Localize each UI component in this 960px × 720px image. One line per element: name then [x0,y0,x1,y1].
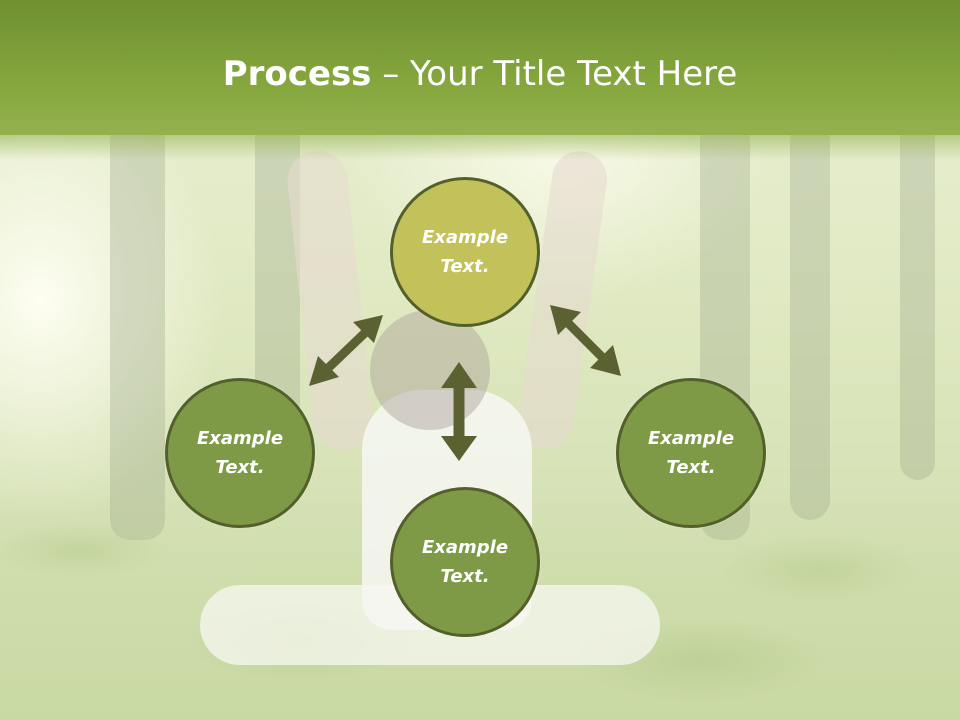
slide-title: Process – Your Title Text Here [0,52,960,96]
node-text-line1: Example [421,537,509,558]
arrow-top-left [309,315,383,386]
node-text-line1: Example [647,428,735,449]
tree-trunk [790,120,830,520]
node-text: Example Text. [636,424,746,482]
node-text-line2: Text. [666,457,716,478]
title-bar-fade [0,120,960,160]
slide-title-rest: – Your Title Text Here [371,54,738,94]
node-text-line1: Example [421,227,509,248]
process-node-bottom: Example Text. [390,487,540,637]
node-text: Example Text. [185,424,295,482]
node-text-line2: Text. [215,457,265,478]
node-text-line2: Text. [440,566,490,587]
arrow-vertical [441,362,477,461]
tree-trunk [900,120,935,480]
node-text: Example Text. [410,533,520,591]
arrow-top-right [550,305,621,376]
title-bar [0,0,960,135]
figure-hair [370,310,490,430]
tree-trunk [110,120,165,540]
node-text-line1: Example [196,428,284,449]
node-text-line2: Text. [440,256,490,277]
process-node-right: Example Text. [616,378,766,528]
slide-title-bold: Process [222,54,372,94]
process-node-left: Example Text. [165,378,315,528]
node-text: Example Text. [410,223,520,281]
process-node-top: Example Text. [390,177,540,327]
